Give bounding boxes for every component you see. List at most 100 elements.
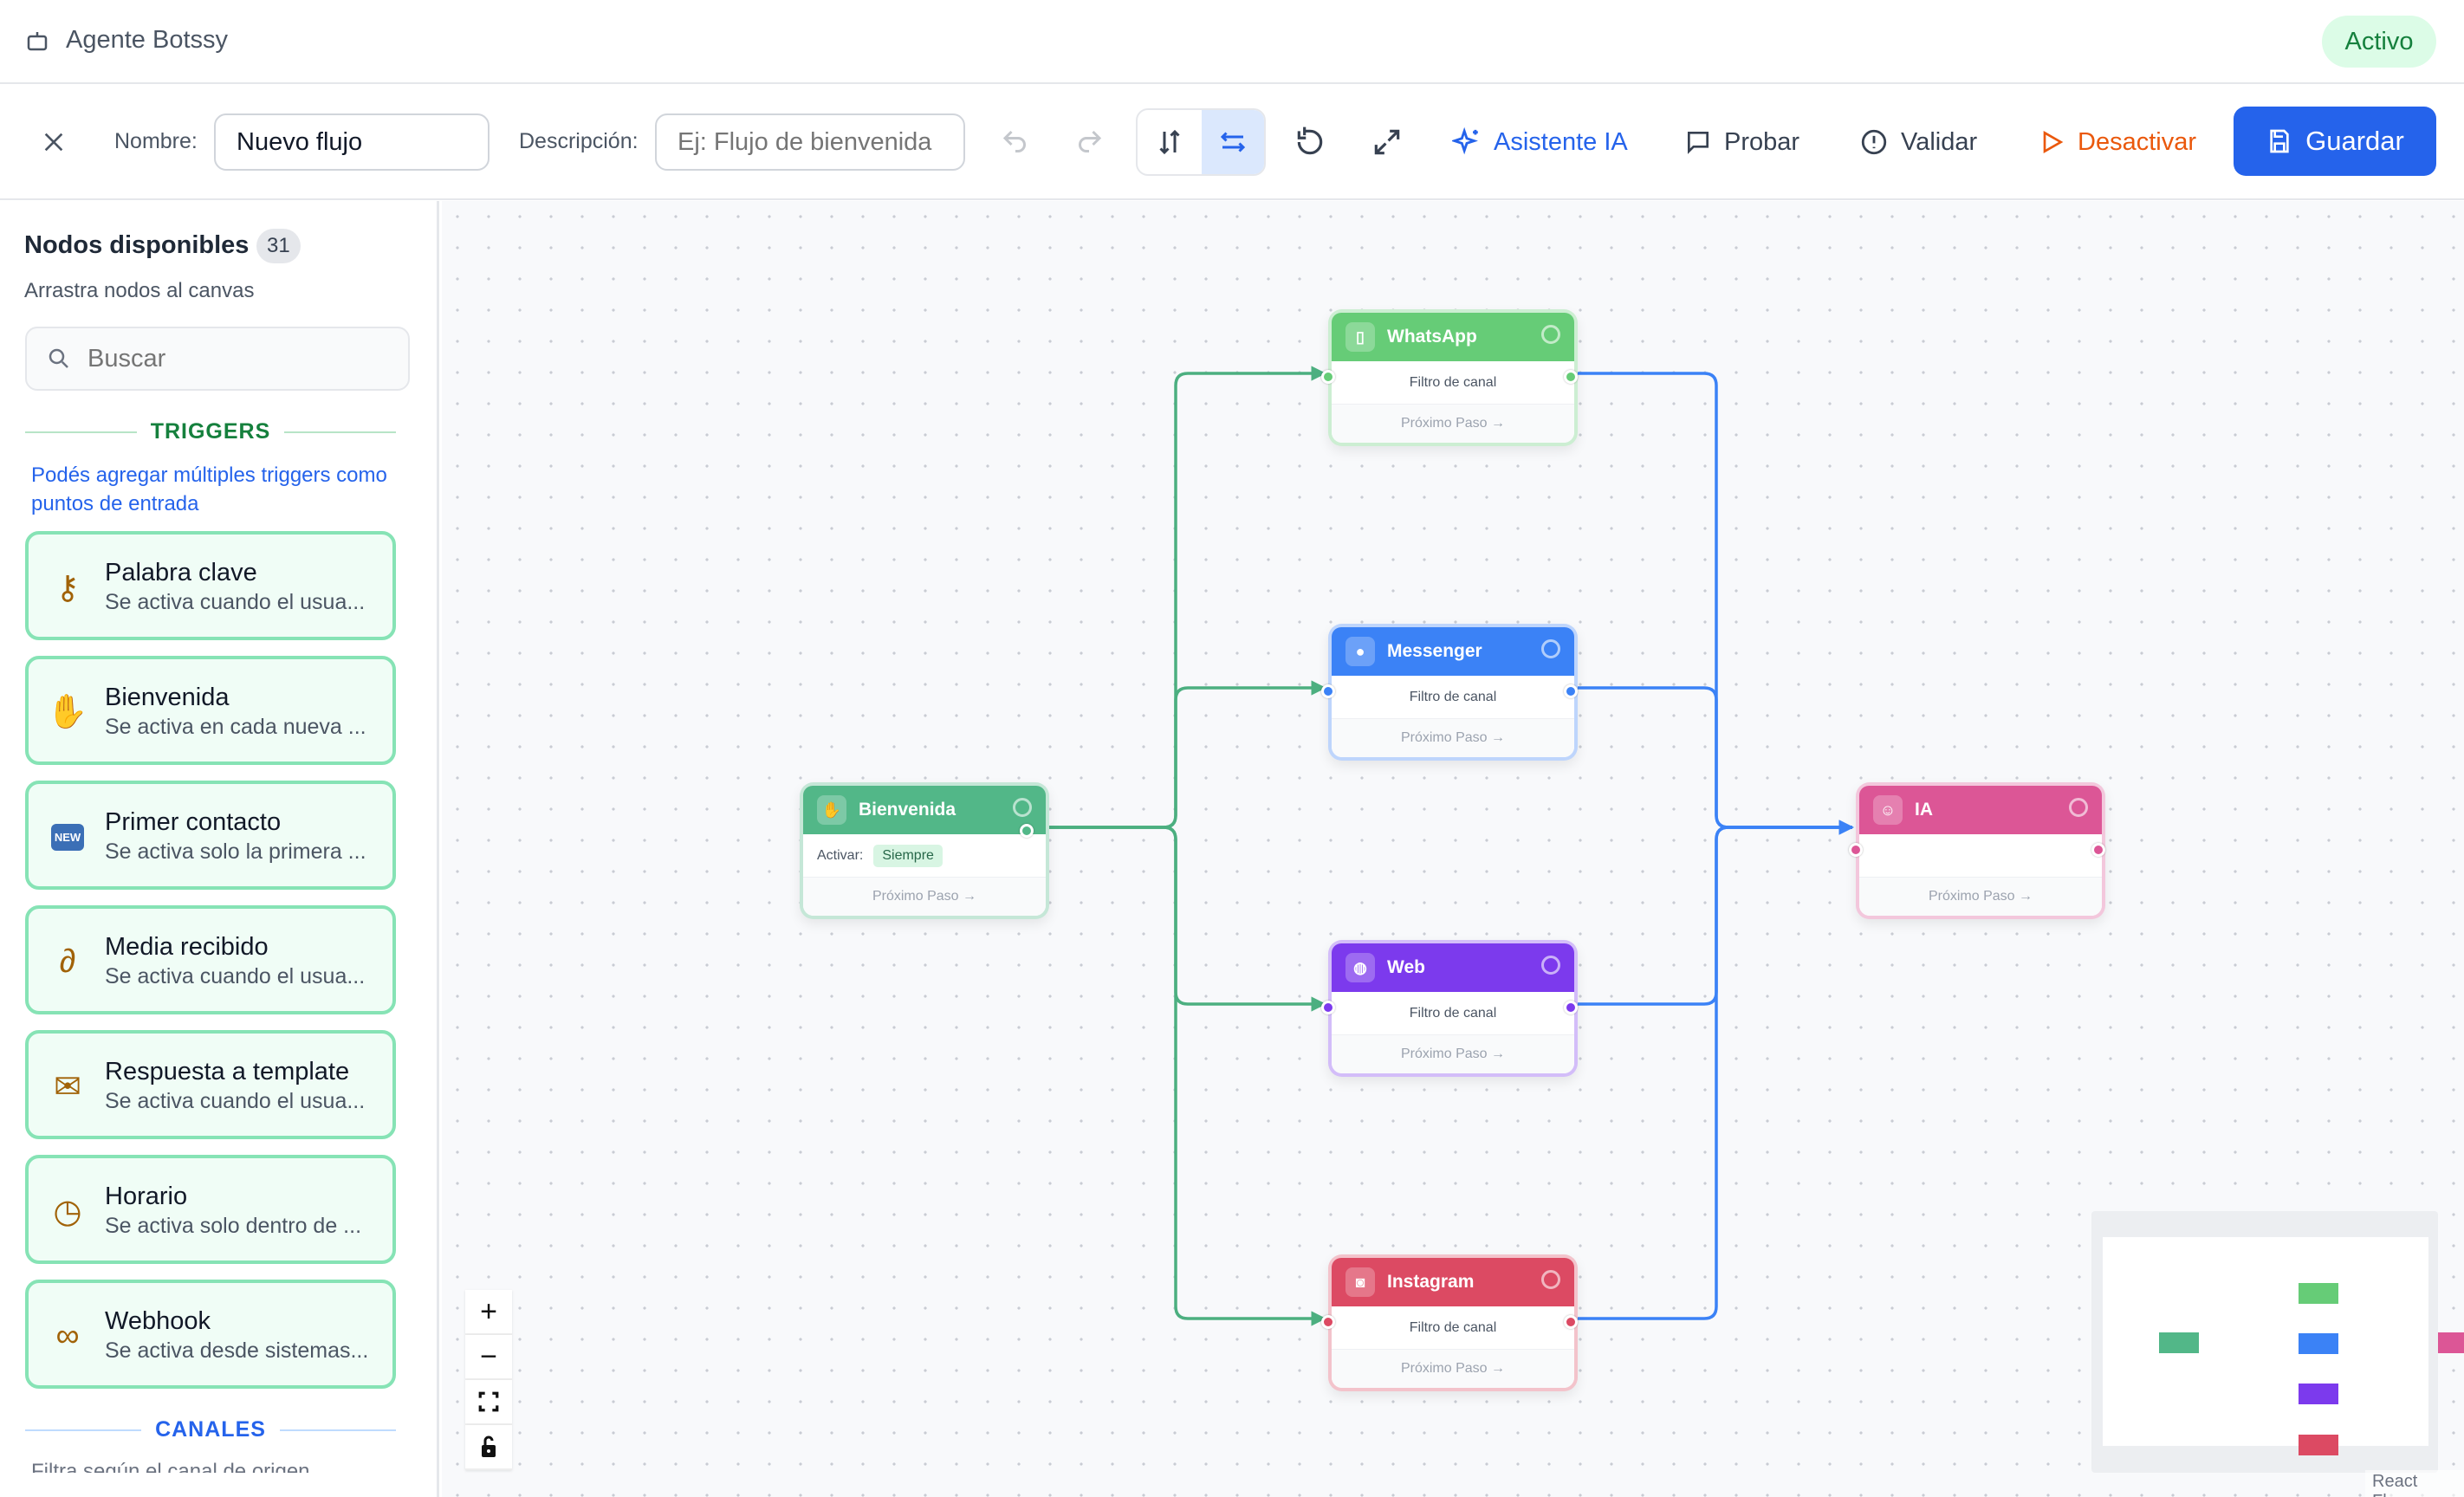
output-handle[interactable]	[2091, 843, 2105, 857]
node-title: Web	[1387, 957, 1425, 977]
zoom-in-button[interactable]: +	[465, 1290, 512, 1335]
input-handle[interactable]	[1321, 1001, 1335, 1014]
input-handle[interactable]	[1321, 684, 1335, 698]
validate-button[interactable]: Validar	[1859, 108, 1977, 176]
undo-icon	[1002, 130, 1026, 152]
edges-layer	[1027, 366, 1854, 1326]
search-input[interactable]	[88, 344, 382, 373]
minimap[interactable]	[2091, 1211, 2464, 1473]
sidebar-subtitle: Arrastra nodos al canvas	[24, 279, 255, 302]
output-handle[interactable]	[1564, 1315, 1578, 1329]
next-step[interactable]: Próximo Paso →	[1332, 719, 1574, 757]
unlock-icon	[482, 1435, 496, 1457]
message-icon	[1688, 132, 1709, 154]
reset-button[interactable]	[1294, 108, 1326, 176]
fullscreen-button[interactable]	[1371, 108, 1404, 176]
inbox-icon: ✉	[54, 1068, 81, 1105]
next-step[interactable]: Próximo Paso →	[803, 878, 1046, 916]
trigger-description: Se activa solo la primera ...	[105, 839, 366, 864]
deactivate-label: Desactivar	[2078, 127, 2196, 156]
output-handle[interactable]	[1564, 684, 1578, 698]
input-handle[interactable]	[1321, 370, 1335, 384]
output-handle[interactable]	[1564, 370, 1578, 384]
test-button[interactable]: Probar	[1684, 108, 1799, 176]
input-handle[interactable]	[1849, 843, 1863, 857]
activate-value[interactable]: Siempre	[873, 844, 943, 867]
edge-instagram-ia[interactable]	[1578, 820, 1854, 1320]
arrows-vertical-icon	[1159, 129, 1180, 155]
new-icon: NEW	[46, 815, 89, 859]
gear-icon[interactable]	[1541, 1270, 1560, 1289]
close-button[interactable]	[40, 108, 68, 176]
edge-bienvenida-instagram[interactable]	[1027, 826, 1326, 1326]
status-badge[interactable]: Activo	[2322, 16, 2436, 68]
play-icon	[2043, 131, 2064, 153]
ai-assistant-button[interactable]: Asistente IA	[1452, 108, 1628, 176]
minimap-node-ia	[2438, 1332, 2464, 1353]
output-handle[interactable]	[1020, 824, 1034, 838]
redo-icon	[1079, 130, 1102, 152]
top-bar: Agente Botssy Activo	[0, 0, 2464, 84]
input-handle[interactable]	[1321, 1315, 1335, 1329]
gear-icon[interactable]	[1541, 639, 1560, 658]
trigger-description: Se activa cuando el usua...	[105, 1089, 366, 1113]
edge-bienvenida-messenger[interactable]	[1027, 680, 1326, 829]
camera-icon: ◙	[1345, 1267, 1375, 1297]
vertical-layout-button[interactable]	[1138, 110, 1202, 174]
key-icon: ⚷	[55, 569, 80, 606]
minimap-viewport[interactable]	[2103, 1237, 2428, 1446]
next-step[interactable]: Próximo Paso →	[1332, 1350, 1574, 1388]
gear-icon[interactable]	[1013, 798, 1032, 817]
trigger-description: Se activa cuando el usua...	[105, 964, 366, 988]
gear-icon[interactable]	[2069, 798, 2088, 817]
channels-heading-label: CANALES	[155, 1417, 266, 1442]
attribution[interactable]: React Flow	[2365, 1470, 2464, 1497]
minimap-node-web	[2299, 1384, 2339, 1404]
deactivate-button[interactable]: Desactivar	[2038, 108, 2196, 176]
triggers-info: Podés agregar múltiples triggers como pu…	[31, 463, 387, 515]
undo-button[interactable]	[1000, 108, 1031, 176]
node-count-badge: 31	[256, 229, 301, 263]
node-header: ◍Web	[1332, 943, 1574, 992]
save-icon	[2270, 129, 2289, 153]
name-input[interactable]	[214, 113, 490, 171]
node-title: WhatsApp	[1387, 327, 1477, 347]
output-handle[interactable]	[1564, 1001, 1578, 1014]
arrows-horizontal-icon	[1220, 132, 1246, 152]
edge-messenger-ia[interactable]	[1578, 686, 1854, 835]
fit-view-button[interactable]	[465, 1380, 512, 1425]
trigger-description: Se activa solo dentro de ...	[105, 1214, 362, 1238]
sparkles-icon	[1452, 127, 1478, 155]
horizontal-layout-button[interactable]	[1202, 110, 1264, 174]
redo-button[interactable]	[1073, 108, 1105, 176]
description-input[interactable]	[655, 113, 965, 171]
next-step[interactable]: Próximo Paso →	[1332, 405, 1574, 443]
gear-icon[interactable]	[1541, 956, 1560, 975]
next-step[interactable]: Próximo Paso →	[1859, 878, 2102, 916]
close-icon	[44, 133, 63, 152]
node-body: Filtro de canal	[1332, 1306, 1574, 1350]
minimap-node-bienvenida	[2159, 1332, 2199, 1353]
zoom-out-button[interactable]: −	[465, 1335, 512, 1380]
search-box[interactable]	[25, 327, 410, 391]
gear-icon[interactable]	[1541, 325, 1560, 344]
lock-button[interactable]	[465, 1425, 512, 1470]
next-step[interactable]: Próximo Paso →	[1332, 1035, 1574, 1073]
triggers-heading-label: TRIGGERS	[150, 419, 271, 444]
alert-circle-icon	[1861, 129, 1887, 155]
save-button[interactable]: Guardar	[2234, 107, 2436, 176]
